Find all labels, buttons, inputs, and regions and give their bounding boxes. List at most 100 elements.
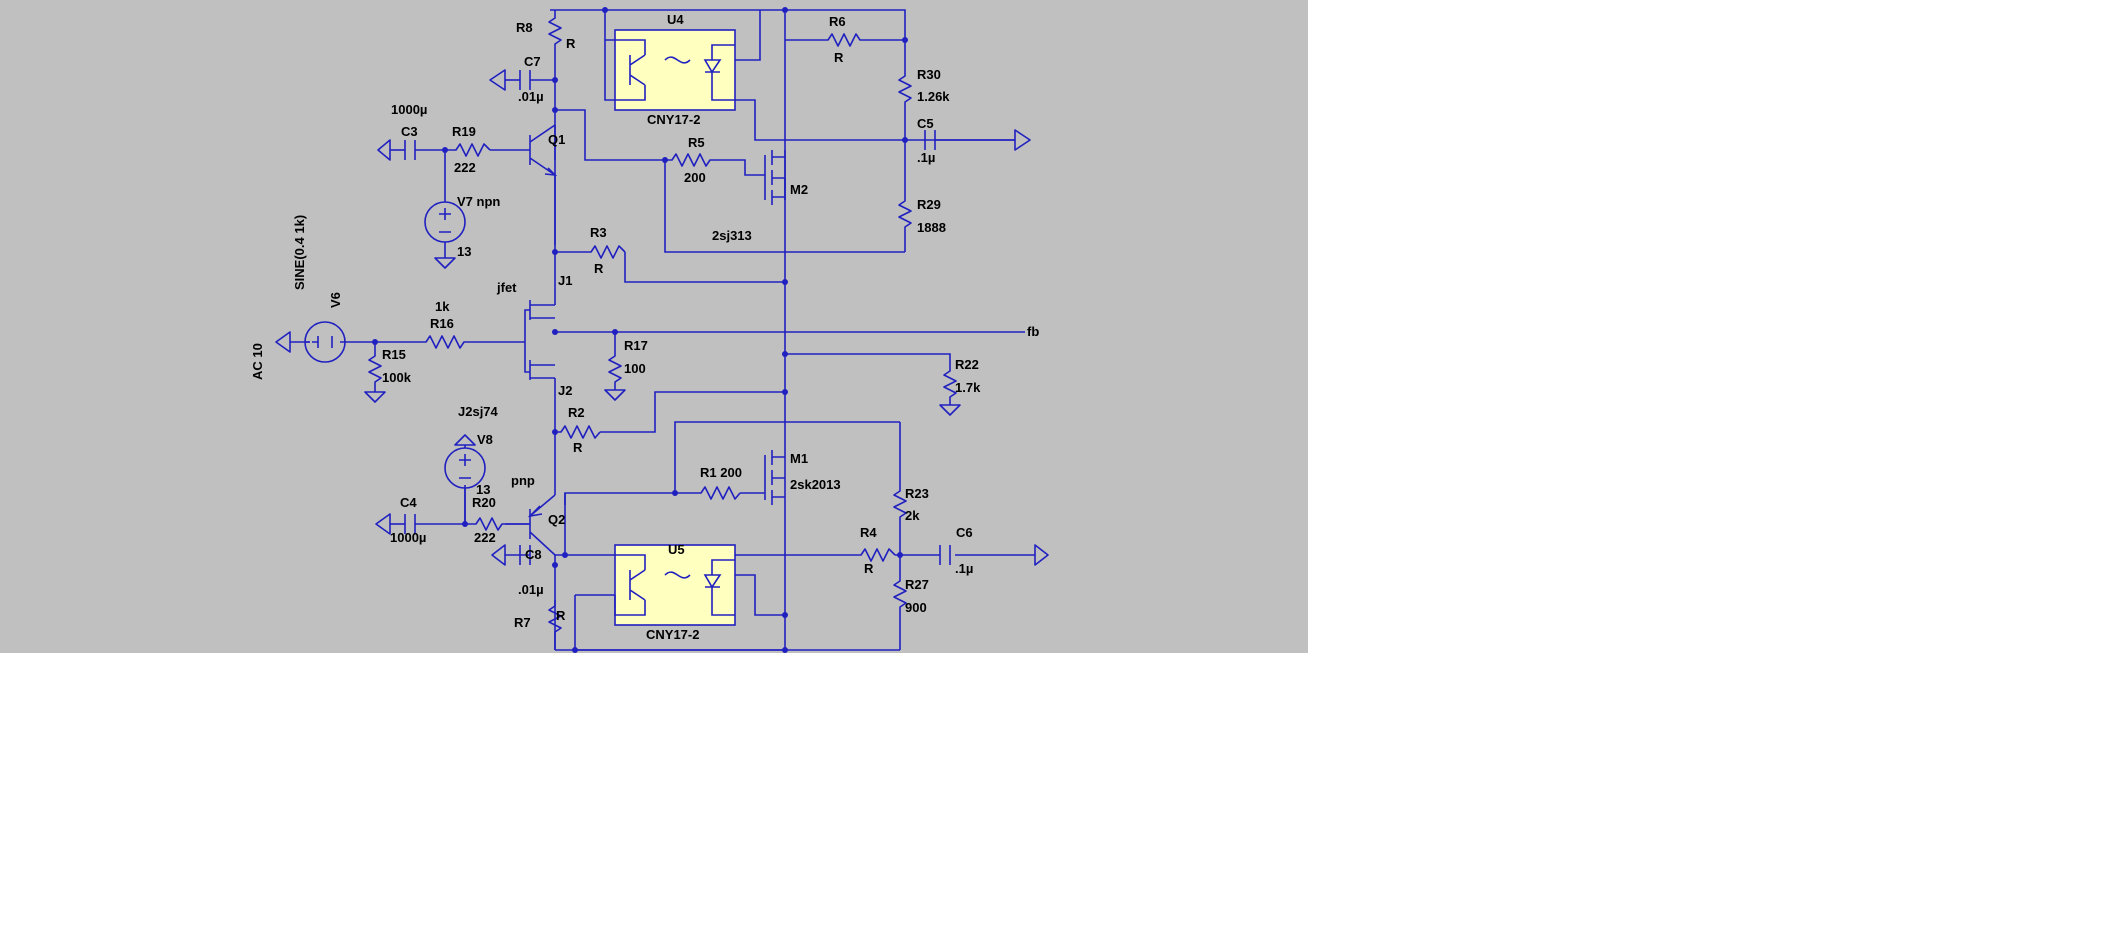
ports bbox=[275, 69, 1049, 566]
label-r30-value: 1.26k bbox=[917, 89, 950, 104]
resistors bbox=[368, 10, 957, 650]
voltage-sources bbox=[304, 200, 486, 524]
label-r29-value: 1888 bbox=[917, 220, 946, 235]
source-v7 bbox=[424, 200, 466, 245]
label-r3-value: R bbox=[594, 261, 604, 276]
capacitor-c3 bbox=[404, 140, 416, 160]
label-r22-value: 1.7k bbox=[955, 380, 981, 395]
optocoupler-u5 bbox=[614, 544, 736, 626]
transistor-q2 bbox=[505, 494, 556, 556]
label-r16: R16 bbox=[430, 316, 454, 331]
c5-output-port bbox=[1014, 129, 1031, 151]
label-r2-value: R bbox=[573, 440, 583, 455]
resistor-r8 bbox=[548, 10, 562, 55]
capacitor-c8 bbox=[519, 545, 531, 565]
label-jfet: jfet bbox=[496, 280, 517, 295]
resistor-r16 bbox=[420, 335, 470, 349]
label-m2-part: 2sj313 bbox=[712, 228, 752, 243]
label-c7: C7 bbox=[524, 54, 541, 69]
label-c8-value: .01µ bbox=[518, 582, 544, 597]
label-r23-value: 2k bbox=[905, 508, 920, 523]
mosfet-m1 bbox=[764, 450, 785, 505]
label-r19-value: 222 bbox=[454, 160, 476, 175]
c7-ground-port bbox=[489, 69, 506, 91]
source-v8 bbox=[444, 445, 486, 524]
label-v6-spec: SINE(0.4 1k) bbox=[292, 215, 307, 290]
label-r6: R6 bbox=[829, 14, 846, 29]
label-c6: C6 bbox=[956, 525, 973, 540]
label-r7-value: R bbox=[556, 608, 566, 623]
label-r4-value: R bbox=[864, 561, 874, 576]
r22-ground bbox=[939, 404, 961, 416]
resistor-r20 bbox=[470, 517, 505, 531]
resistor-r27 bbox=[893, 575, 907, 615]
label-r19: R19 bbox=[452, 124, 476, 139]
resistor-r15 bbox=[368, 350, 382, 392]
jfet-j1 bbox=[524, 270, 556, 342]
label-r8: R8 bbox=[516, 20, 533, 35]
resistor-r2 bbox=[555, 425, 601, 439]
label-r8-value: R bbox=[566, 36, 576, 51]
label-q1: Q1 bbox=[548, 132, 565, 147]
optocoupler-u4 bbox=[605, 29, 736, 111]
label-v7-value: 13 bbox=[457, 244, 471, 259]
label-r5: R5 bbox=[688, 135, 705, 150]
labels: R8 R U4 CNY17-2 R6 R C7 .01µ R30 1.26k 1… bbox=[250, 12, 1039, 642]
transistors bbox=[505, 124, 786, 556]
jfet-j2 bbox=[524, 342, 556, 390]
label-m1: M1 bbox=[790, 451, 808, 466]
label-v7: V7 npn bbox=[457, 194, 500, 209]
label-r29: R29 bbox=[917, 197, 941, 212]
label-c3-value: 1000µ bbox=[391, 102, 427, 117]
label-fb: fb bbox=[1027, 324, 1039, 339]
v6-ground-port bbox=[275, 331, 291, 353]
capacitor-c7 bbox=[519, 70, 531, 90]
label-r6-value: R bbox=[834, 50, 844, 65]
c8-ground-port bbox=[491, 544, 506, 566]
resistor-r22 bbox=[943, 365, 957, 405]
label-m1-part: 2sk2013 bbox=[790, 477, 841, 492]
label-u4: U4 bbox=[667, 12, 684, 27]
resistor-r19 bbox=[450, 143, 491, 157]
label-u4-part: CNY17-2 bbox=[647, 112, 700, 127]
label-r2: R2 bbox=[568, 405, 585, 420]
resistor-r6 bbox=[820, 33, 865, 47]
label-j2: J2 bbox=[558, 383, 572, 398]
label-r17: R17 bbox=[624, 338, 648, 353]
label-c4-value: 1000µ bbox=[390, 530, 426, 545]
label-r22: R22 bbox=[955, 357, 979, 372]
label-q2: Q2 bbox=[548, 512, 565, 527]
label-r1: R1 200 bbox=[700, 465, 742, 480]
resistor-r23 bbox=[893, 485, 907, 535]
capacitor-c5 bbox=[924, 130, 1015, 150]
label-v6-ac: AC 10 bbox=[250, 343, 265, 380]
label-pnp: pnp bbox=[511, 473, 535, 488]
label-v8: V8 bbox=[477, 432, 493, 447]
v7-ground bbox=[434, 257, 456, 269]
label-c8: C8 bbox=[525, 547, 542, 562]
resistor-r3 bbox=[585, 245, 626, 259]
resistor-r4 bbox=[855, 548, 896, 562]
r17-ground bbox=[604, 389, 626, 401]
junction-dots bbox=[372, 7, 908, 653]
capacitor-c4 bbox=[404, 514, 416, 534]
r15-ground bbox=[364, 391, 386, 403]
label-r15-value: 100k bbox=[382, 370, 412, 385]
label-c7-value: .01µ bbox=[518, 89, 544, 104]
label-c5-value: .1µ bbox=[917, 150, 935, 165]
label-r15: R15 bbox=[382, 347, 406, 362]
label-r23: R23 bbox=[905, 486, 929, 501]
label-m2: M2 bbox=[790, 182, 808, 197]
label-j2-part: J2sj74 bbox=[458, 404, 499, 419]
label-c5: C5 bbox=[917, 116, 934, 131]
c4-ground-port bbox=[375, 513, 391, 535]
label-r30: R30 bbox=[917, 67, 941, 82]
label-c4: C4 bbox=[400, 495, 417, 510]
label-j1: J1 bbox=[558, 273, 572, 288]
resistor-r1 bbox=[695, 486, 741, 500]
label-v6: V6 bbox=[328, 292, 343, 308]
label-r7: R7 bbox=[514, 615, 531, 630]
label-r27: R27 bbox=[905, 577, 929, 592]
